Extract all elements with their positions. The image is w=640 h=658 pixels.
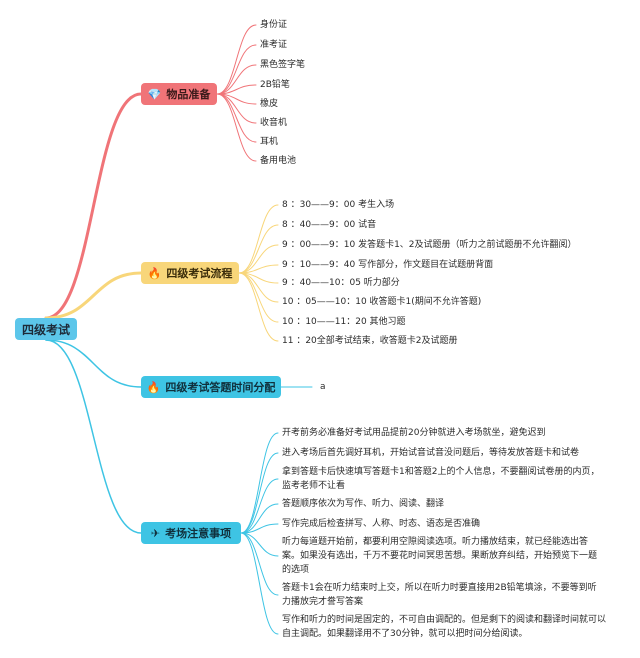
list-item: 耳机 [260, 137, 279, 147]
list-item: 9 ：00——9：10 发答题卡1、2及试题册（听力之前试题册不允许翻阅） [282, 240, 577, 250]
branch-label: 物品准备 [166, 88, 211, 101]
list-item: 答题顺序依次为写作、听力、阅读、翻译 [282, 499, 445, 509]
branch-exam-flow[interactable]: 🔥 四级考试流程 [141, 262, 239, 284]
list-item: 进入考场后首先调好耳机，开始试音试音没问题后，等待发放答题卡和试卷 [282, 448, 580, 458]
branch-connector [44, 271, 143, 320]
list-item: 11 ：20全部考试结束，收答题卡2及试题册 [282, 336, 458, 346]
paper-plane-icon: ✈ [150, 526, 161, 540]
list-item: a [320, 382, 326, 392]
list-item: 准考证 [260, 40, 288, 50]
root-node[interactable]: 四级考试 [15, 318, 77, 340]
list-item: 2B铅笔 [260, 80, 290, 90]
root-label: 四级考试 [21, 322, 70, 337]
leaf-connector [238, 204, 279, 274]
list-item: 写作完成后检查拼写、人称、时态、语态是否准确 [282, 519, 481, 529]
branch-connector [45, 339, 142, 534]
leaf-connector [216, 24, 257, 95]
branch-label: 考场注意事项 [165, 527, 232, 540]
leaf-connector [216, 64, 257, 95]
leaf-connector [240, 532, 279, 635]
branch-connector [44, 92, 143, 320]
list-item: 答题卡1会在听力结束时上交，所以在听力时要直接用2B铅笔填涂，不要等到听力播放完… [282, 583, 597, 607]
leaf-connector [238, 244, 279, 274]
list-item: 听力每道题开始前，都要利用空隙阅读选项。听力播放结束，就已经能选出答案。如果没有… [282, 537, 598, 575]
list-item: 10 ：10——11：20 其他习题 [282, 317, 406, 327]
branch-items-prep[interactable]: 💎 物品准备 [141, 83, 217, 105]
leaf-connector [238, 224, 279, 274]
leaf-connector [216, 93, 257, 143]
list-item: 9 ：40——10：05 听力部分 [282, 278, 400, 288]
leaf-connector [216, 93, 257, 162]
branch-time-allocation[interactable]: 🔥 四级考试答题时间分配 [141, 376, 281, 398]
leaf-connector [240, 478, 279, 534]
diamond-icon: 💎 [147, 87, 162, 101]
list-item: 10 ：05——10：10 收答题卡1(期间不允许答题) [282, 297, 482, 307]
list-item: 收音机 [260, 118, 288, 128]
leaf-connector [238, 272, 279, 342]
leaf-connector [240, 452, 279, 534]
leaf-connector [216, 44, 257, 95]
list-item: 8 ：40——9：00 试音 [282, 220, 377, 230]
list-item: 备用电池 [260, 156, 297, 166]
leaf-connector [238, 272, 279, 323]
list-item: 写作和听力的时间是固定的，不可自由调配的。但是剩下的阅读和翻译时间就可以自主调配… [282, 615, 607, 639]
leaf-connector [240, 432, 279, 534]
list-item: 拿到答题卡后快速填写答题卡1和答题2上的个人信息，不要翻阅试卷册的内页，监考老师… [282, 467, 600, 491]
fire-icon: 🔥 [146, 380, 161, 394]
branch-exam-notes[interactable]: ✈ 考场注意事项 [141, 522, 241, 544]
list-item: 黑色签字笔 [260, 60, 306, 70]
branch-label: 四级考试答题时间分配 [165, 381, 276, 394]
list-item: 身份证 [260, 20, 288, 30]
fire-icon: 🔥 [147, 266, 162, 280]
leaf-connector [240, 523, 279, 534]
list-item: 橡皮 [260, 99, 279, 109]
list-item: 8 ：30——9：00 考生入场 [282, 200, 395, 210]
leaf-connector [216, 84, 257, 95]
list-item: 9 ：10——9：40 写作部分，作文题目在试题册背面 [282, 260, 494, 270]
leaf-connector [240, 503, 279, 534]
branch-label: 四级考试流程 [166, 267, 233, 280]
list-item: 开考前务必准备好考试用品提前20分钟就进入考场就坐，避免迟到 [282, 428, 546, 438]
branch-connector [45, 339, 142, 388]
leaf-connector [240, 532, 279, 596]
